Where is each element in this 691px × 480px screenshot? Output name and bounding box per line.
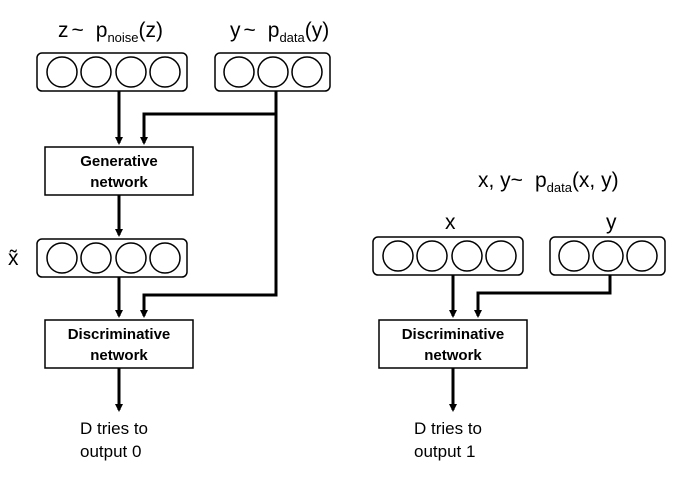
arrow-y-to-left-discriminator: [140, 114, 278, 318]
real-x-label: x: [445, 211, 456, 234]
neuron-node: [115, 242, 147, 274]
noise-distribution-label: z~pnoise(z): [58, 19, 163, 45]
left-output-caption-line2: output 0: [80, 442, 141, 461]
generator-title-line2: network: [90, 174, 148, 191]
right-output-caption-line2: output 1: [414, 442, 475, 461]
right-discriminator-title-line2: network: [424, 347, 482, 364]
neuron-node: [257, 56, 289, 88]
left-discriminator-title-line2: network: [90, 347, 148, 364]
fake-sample-label: x̃: [8, 247, 19, 270]
neuron-node: [80, 56, 112, 88]
neuron-node: [80, 242, 112, 274]
noise-vector-z: [36, 52, 188, 92]
condition-vector-y: [214, 52, 331, 92]
neuron-node: [149, 56, 181, 88]
neuron-node: [626, 240, 658, 272]
neuron-node: [485, 240, 517, 272]
data-distribution-label: y~pdata(y): [230, 19, 329, 45]
neuron-node: [46, 56, 78, 88]
neuron-node: [382, 240, 414, 272]
neuron-node: [558, 240, 590, 272]
neuron-node: [592, 240, 624, 272]
generative-network-box: Generative network: [44, 146, 194, 196]
real-sample-vector-x: [372, 236, 524, 276]
neuron-node: [416, 240, 448, 272]
joint-data-distribution-label: x, y~pdata(x, y): [478, 169, 619, 195]
real-y-label: y: [606, 211, 617, 234]
neuron-node: [223, 56, 255, 88]
left-discriminator-title-line1: Discriminative: [68, 326, 171, 343]
neuron-node: [451, 240, 483, 272]
real-condition-vector-y: [549, 236, 666, 276]
generator-title-line1: Generative: [80, 153, 158, 170]
neuron-node: [291, 56, 323, 88]
left-discriminative-network-box: Discriminative network: [44, 319, 194, 369]
neuron-node: [46, 242, 78, 274]
right-discriminative-network-box: Discriminative network: [378, 319, 528, 369]
fake-sample-vector: [36, 238, 188, 278]
right-output-caption-line1: D tries to: [414, 419, 482, 438]
arrow-y-to-generator: [140, 91, 278, 145]
neuron-node: [149, 242, 181, 274]
arrow-y-to-right-discriminator: [474, 275, 612, 318]
left-output-caption-line1: D tries to: [80, 419, 148, 438]
right-discriminator-title-line1: Discriminative: [402, 326, 505, 343]
neuron-node: [115, 56, 147, 88]
